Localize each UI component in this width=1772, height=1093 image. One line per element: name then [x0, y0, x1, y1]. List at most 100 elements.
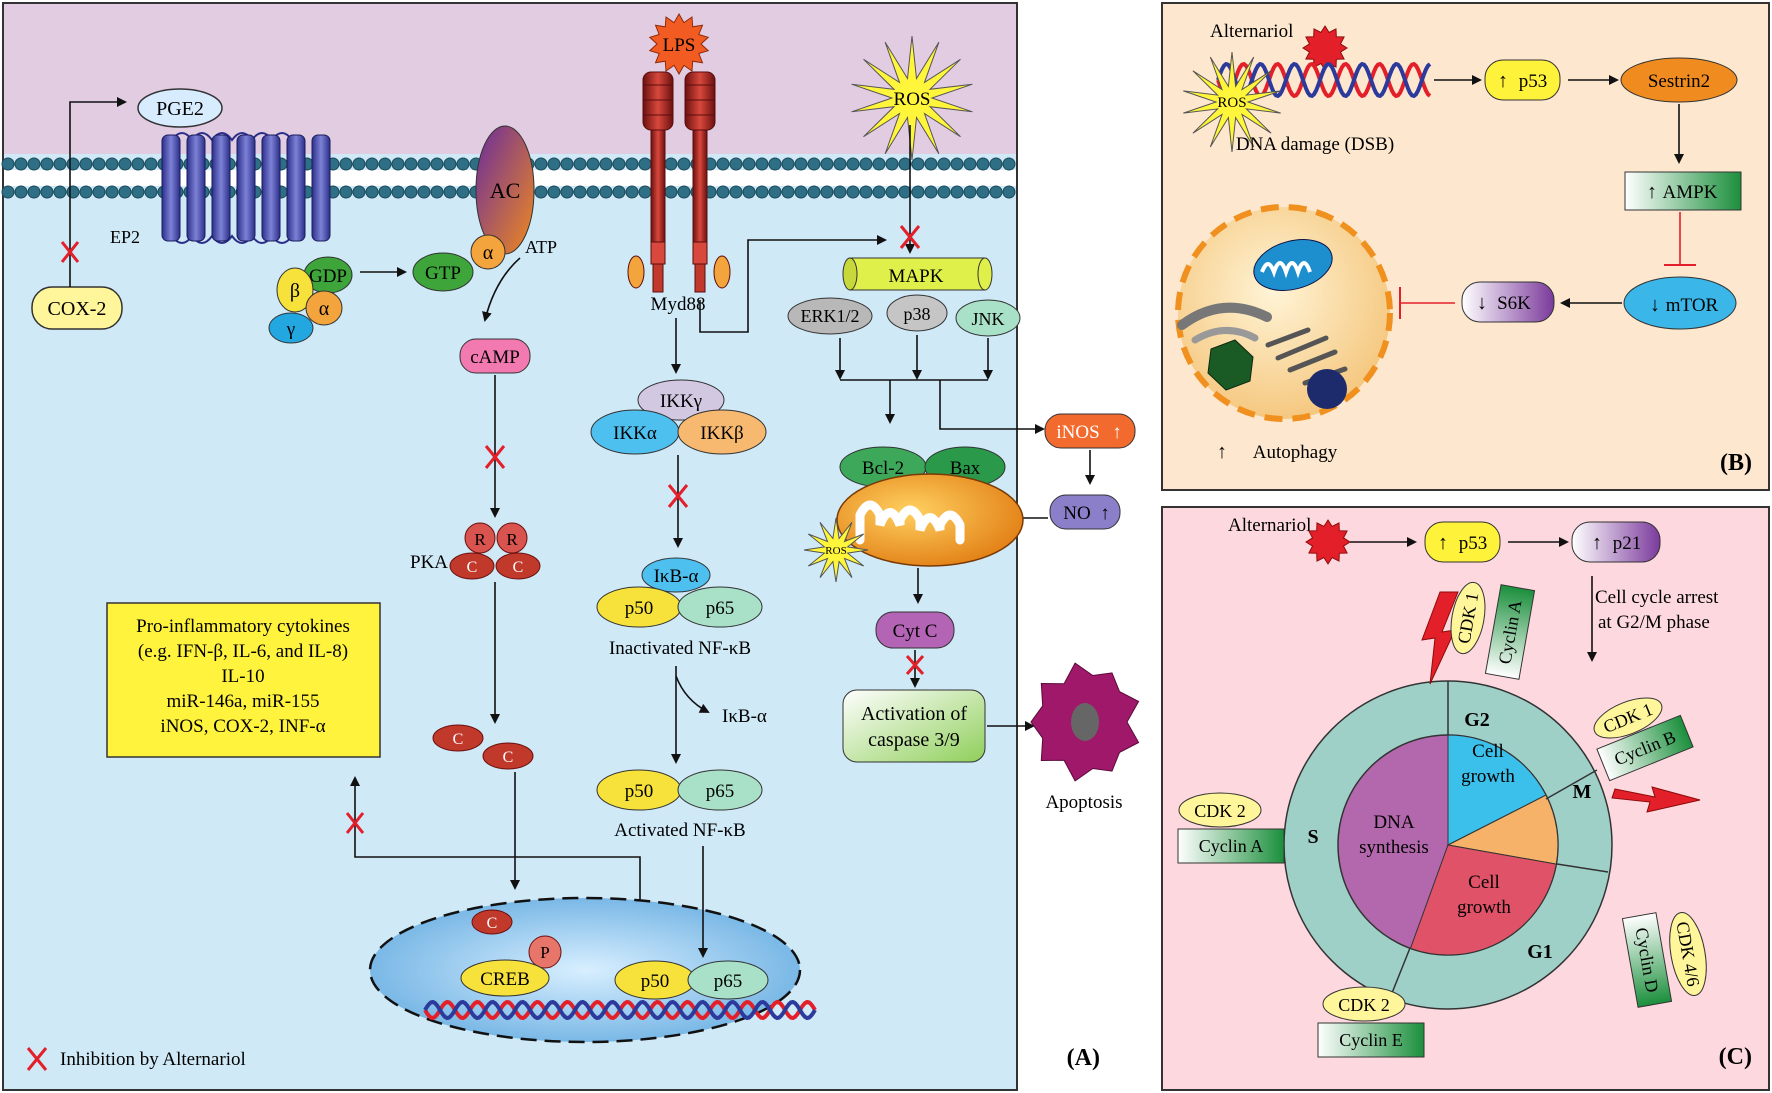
cytc-label: Cyt C: [893, 621, 938, 642]
cdk2-g1-node: [1322, 986, 1406, 1022]
ros-burst-b: [1183, 51, 1281, 153]
autophagy-peroxisome: [1207, 339, 1254, 391]
cytc-node: [875, 611, 955, 649]
inactive-p50-label: p50: [625, 598, 654, 619]
panel-b-label: (B): [1720, 450, 1752, 476]
ac-alpha-label: α: [483, 242, 494, 264]
g1-sector: [1409, 844, 1557, 956]
mtor-down-icon: ↓: [1650, 294, 1660, 316]
active-p50-label: p50: [625, 781, 654, 802]
inos-node: [1044, 413, 1136, 449]
g2-m-boundary: [1545, 769, 1598, 800]
ros-mito-label: ROS: [825, 545, 846, 557]
cyclin-a-s-node: [1177, 828, 1285, 864]
nuclear-c-label: C: [487, 915, 498, 932]
ikba-label: IκB-α: [654, 566, 699, 587]
pka-c2: [495, 552, 541, 580]
alpha-label: α: [319, 298, 330, 320]
atp-label: ATP: [525, 237, 557, 257]
cyclin-e-label: Cyclin E: [1339, 1030, 1403, 1050]
gamma-subunit: [268, 312, 314, 344]
cytokines-line-5: iNOS, COX-2, INF-α: [160, 716, 325, 737]
p53-node-b: [1484, 59, 1561, 101]
p53-label-b: p53: [1519, 71, 1548, 92]
inhibition-mark: [667, 484, 689, 508]
ep2-receptor: [161, 132, 331, 244]
pka-r1: [464, 522, 496, 554]
no-node: [1049, 494, 1121, 530]
nuclear-p50-label: p50: [641, 971, 670, 992]
autophagy-mito-cristae: [1260, 261, 1312, 279]
cdk1-g2-node: CDK 1: [1450, 581, 1486, 655]
autophagy-lysosome: [1307, 369, 1347, 409]
atp-to-camp-arrow: [482, 257, 521, 322]
alpha-subunit: [305, 290, 343, 326]
myd88-label: Myd88: [651, 294, 706, 315]
panel-a-label: (A): [1067, 1045, 1100, 1071]
active-p65: [677, 769, 763, 811]
ac-alpha-subunit: [470, 234, 506, 270]
g1-phase-label: G1: [1527, 941, 1553, 963]
ikka-label: IKKα: [613, 423, 657, 444]
s6k-label: S6K: [1497, 293, 1531, 314]
s6k-down-icon: ↓: [1477, 292, 1487, 314]
cytokines-line-3: IL-10: [221, 666, 264, 687]
g1-s-boundary: [1389, 947, 1411, 999]
nuclear-c: [471, 909, 513, 935]
free-c1: [432, 724, 484, 752]
free-c2: [482, 742, 534, 770]
cdk2-s-label: CDK 2: [1194, 801, 1246, 821]
tlr-to-mapk-arrow: [699, 235, 887, 333]
s-phase-label: S: [1307, 826, 1318, 848]
nucleus-to-cytokines-arrow: [350, 776, 641, 900]
nuclear-p65: [687, 960, 769, 1000]
ep2-label: EP2: [110, 227, 140, 247]
caspase-box: [842, 689, 986, 763]
jnk-label: JNK: [971, 309, 1004, 329]
ros-burst: [851, 35, 973, 161]
m-phase-label: M: [1573, 781, 1592, 803]
p21-label: p21: [1613, 533, 1642, 554]
activated-nfkb-label: Activated NF-κB: [614, 820, 745, 841]
cytokines-line-1: Pro-inflammatory cytokines: [136, 616, 350, 637]
inhibition-mark: [345, 812, 365, 834]
ros-burst-mito: [803, 517, 869, 583]
inhibition-mark: [484, 445, 506, 469]
mtor-node: [1623, 276, 1737, 330]
bcl2-label: Bcl-2: [862, 458, 904, 479]
inactivated-nfkb-label: Inactivated NF-κB: [609, 638, 751, 659]
creb-label: CREB: [480, 969, 530, 990]
p38-label: p38: [904, 304, 931, 324]
pka-r1-label: R: [474, 530, 486, 549]
pge2-node: [137, 88, 223, 128]
ampk-up-icon: ↑: [1647, 181, 1657, 203]
erk-label: ERK1/2: [800, 306, 859, 326]
panel-b: Alternariol ROS DNA damage (DSB) ↑ p53 S…: [1161, 2, 1770, 491]
caspase-line-1: Activation of: [861, 703, 967, 725]
beta-subunit: [276, 267, 314, 313]
p53-up-icon-c: ↑: [1438, 532, 1448, 554]
cyclin-d-node: Cyclin D: [1621, 912, 1673, 1008]
s-sector-dna: DNA: [1373, 812, 1414, 833]
pka-c2-label: C: [513, 559, 524, 576]
autophagy-up-icon: ↑: [1217, 441, 1227, 463]
caspase-line-2: caspase 3/9: [868, 729, 960, 751]
inhibition-mark: [899, 225, 921, 249]
s-sector-synthesis: synthesis: [1359, 837, 1429, 858]
cytokines-line-2: (e.g. IFN-β, IL-6, and IL-8): [138, 641, 348, 662]
apoptotic-nucleus: [1071, 703, 1099, 741]
phospho-p-label: P: [540, 943, 549, 962]
inos-up-icon: ↑: [1112, 422, 1122, 443]
camp-node: [459, 338, 531, 374]
cytokines-box: [106, 602, 381, 758]
ikkb-label: IKKβ: [700, 423, 743, 444]
inactive-p65-label: p65: [706, 598, 735, 619]
autophagy-golgi: [1177, 302, 1272, 330]
no-label: NO: [1063, 503, 1090, 524]
p21-up-icon: ↑: [1592, 532, 1602, 554]
bax-label: Bax: [950, 458, 981, 479]
lps-node: [648, 12, 710, 76]
cox2-label: COX-2: [48, 298, 107, 320]
inactive-p65: [677, 586, 763, 628]
